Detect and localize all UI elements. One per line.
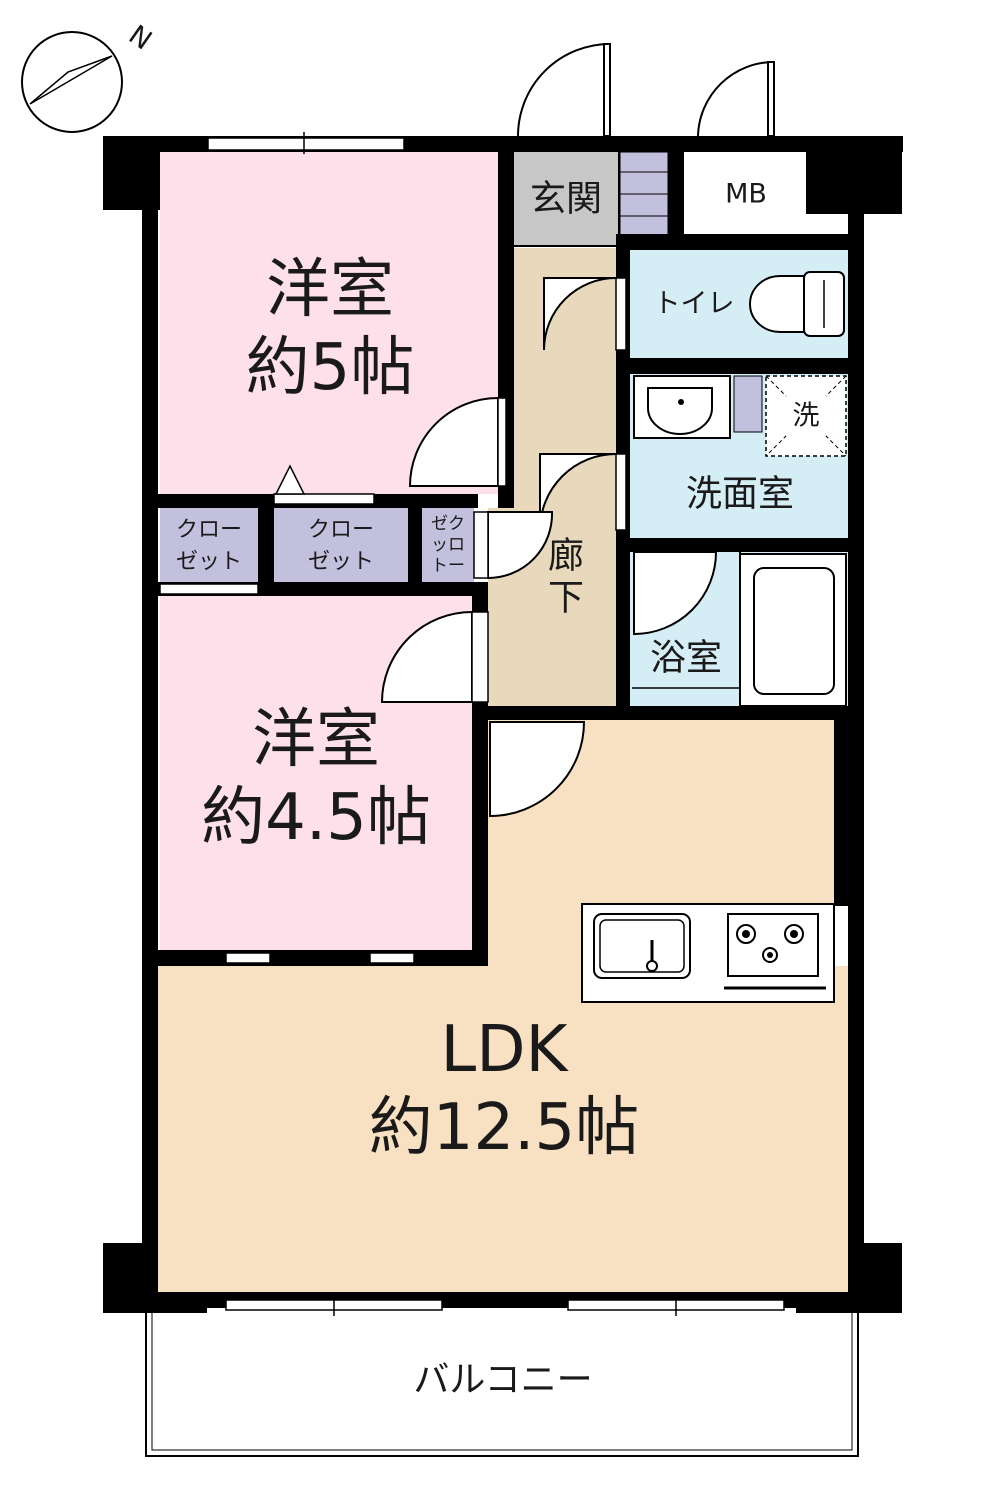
closet-3 — [422, 508, 474, 582]
entrance-door-icon — [517, 42, 611, 137]
balcony: バルコニー — [145, 1299, 859, 1457]
closet-row: クロー ゼット クロー ゼット ゼク ッロ トー — [158, 493, 488, 596]
compass-circle — [21, 31, 123, 133]
closet-1-line2: ゼット — [176, 550, 242, 575]
toilet-door-icon — [543, 277, 617, 351]
hallway-label-2: 下 — [548, 578, 584, 619]
entrance-floor — [514, 152, 618, 246]
closet-2-line1: クロー — [308, 518, 374, 543]
hallway-label-1: 廊 — [548, 536, 584, 577]
room-1-door-icon — [408, 396, 499, 487]
wash-storage — [733, 375, 763, 433]
kitchen-counter — [581, 903, 835, 1003]
compass-needle-tail-icon — [29, 55, 113, 105]
mb-floor — [686, 152, 806, 234]
closet-3-door-icon — [487, 511, 554, 580]
ldk-door-icon — [489, 721, 586, 818]
western-room-1-name: 洋室 — [266, 253, 394, 327]
closet-3-line3: トー — [431, 556, 465, 576]
ldk-name: LDK — [441, 1013, 570, 1087]
western-room-2-name: 洋室 — [252, 703, 380, 777]
column-top-right — [806, 136, 902, 214]
western-room-1-size: 約5帖 — [246, 331, 415, 405]
closet-2-line2: ゼット — [308, 550, 374, 575]
toilet-label: トイレ — [654, 289, 735, 320]
hallway: 廊 下 — [488, 248, 616, 708]
mb-door-icon — [697, 60, 775, 137]
closet-3-line1: ゼク — [431, 514, 465, 534]
window-western-room-1 — [207, 137, 405, 151]
entrance: 玄関 — [514, 151, 669, 247]
washroom: 洗面室 洗 — [630, 374, 848, 538]
toilet-fixture-icon — [749, 271, 845, 337]
ldk: LDK 約12.5帖 — [158, 720, 848, 1292]
toilet-room: トイレ — [630, 250, 848, 360]
room-2-door-icon — [380, 610, 473, 703]
entrance-label: 玄関 — [530, 179, 602, 220]
closet-1-line1: クロー — [176, 518, 242, 543]
balcony-outline — [145, 1299, 859, 1457]
doors — [380, 277, 718, 818]
washroom-label: 洗面室 — [686, 474, 794, 515]
balcony-label: バルコニー — [413, 1360, 592, 1401]
stove-icon — [724, 913, 826, 990]
wash-basin-icon — [633, 375, 731, 439]
closet-2-door-arrow-icon — [274, 464, 306, 495]
washing-machine-space: 洗 — [765, 375, 847, 457]
western-room-2-size: 約4.5帖 — [201, 781, 431, 855]
ldk-windows — [225, 1294, 785, 1316]
closet-2 — [274, 508, 408, 582]
ldk-size: 約12.5帖 — [369, 1091, 640, 1165]
mb-label: MB — [725, 179, 767, 210]
ldk-floor-lower — [158, 966, 848, 1292]
bathtub-icon — [739, 553, 847, 707]
bathroom-door-icon — [633, 551, 718, 636]
closet-1 — [160, 508, 258, 582]
sink-icon — [593, 913, 691, 979]
shoe-storage — [619, 151, 669, 239]
mb-room: MB — [686, 152, 806, 234]
washing-machine-label: 洗 — [793, 401, 820, 432]
compass: N — [21, 20, 157, 133]
closet-3-line2: ッロ — [431, 535, 465, 555]
compass-north-label: N — [123, 20, 157, 57]
bathroom-label: 浴室 — [650, 638, 722, 679]
